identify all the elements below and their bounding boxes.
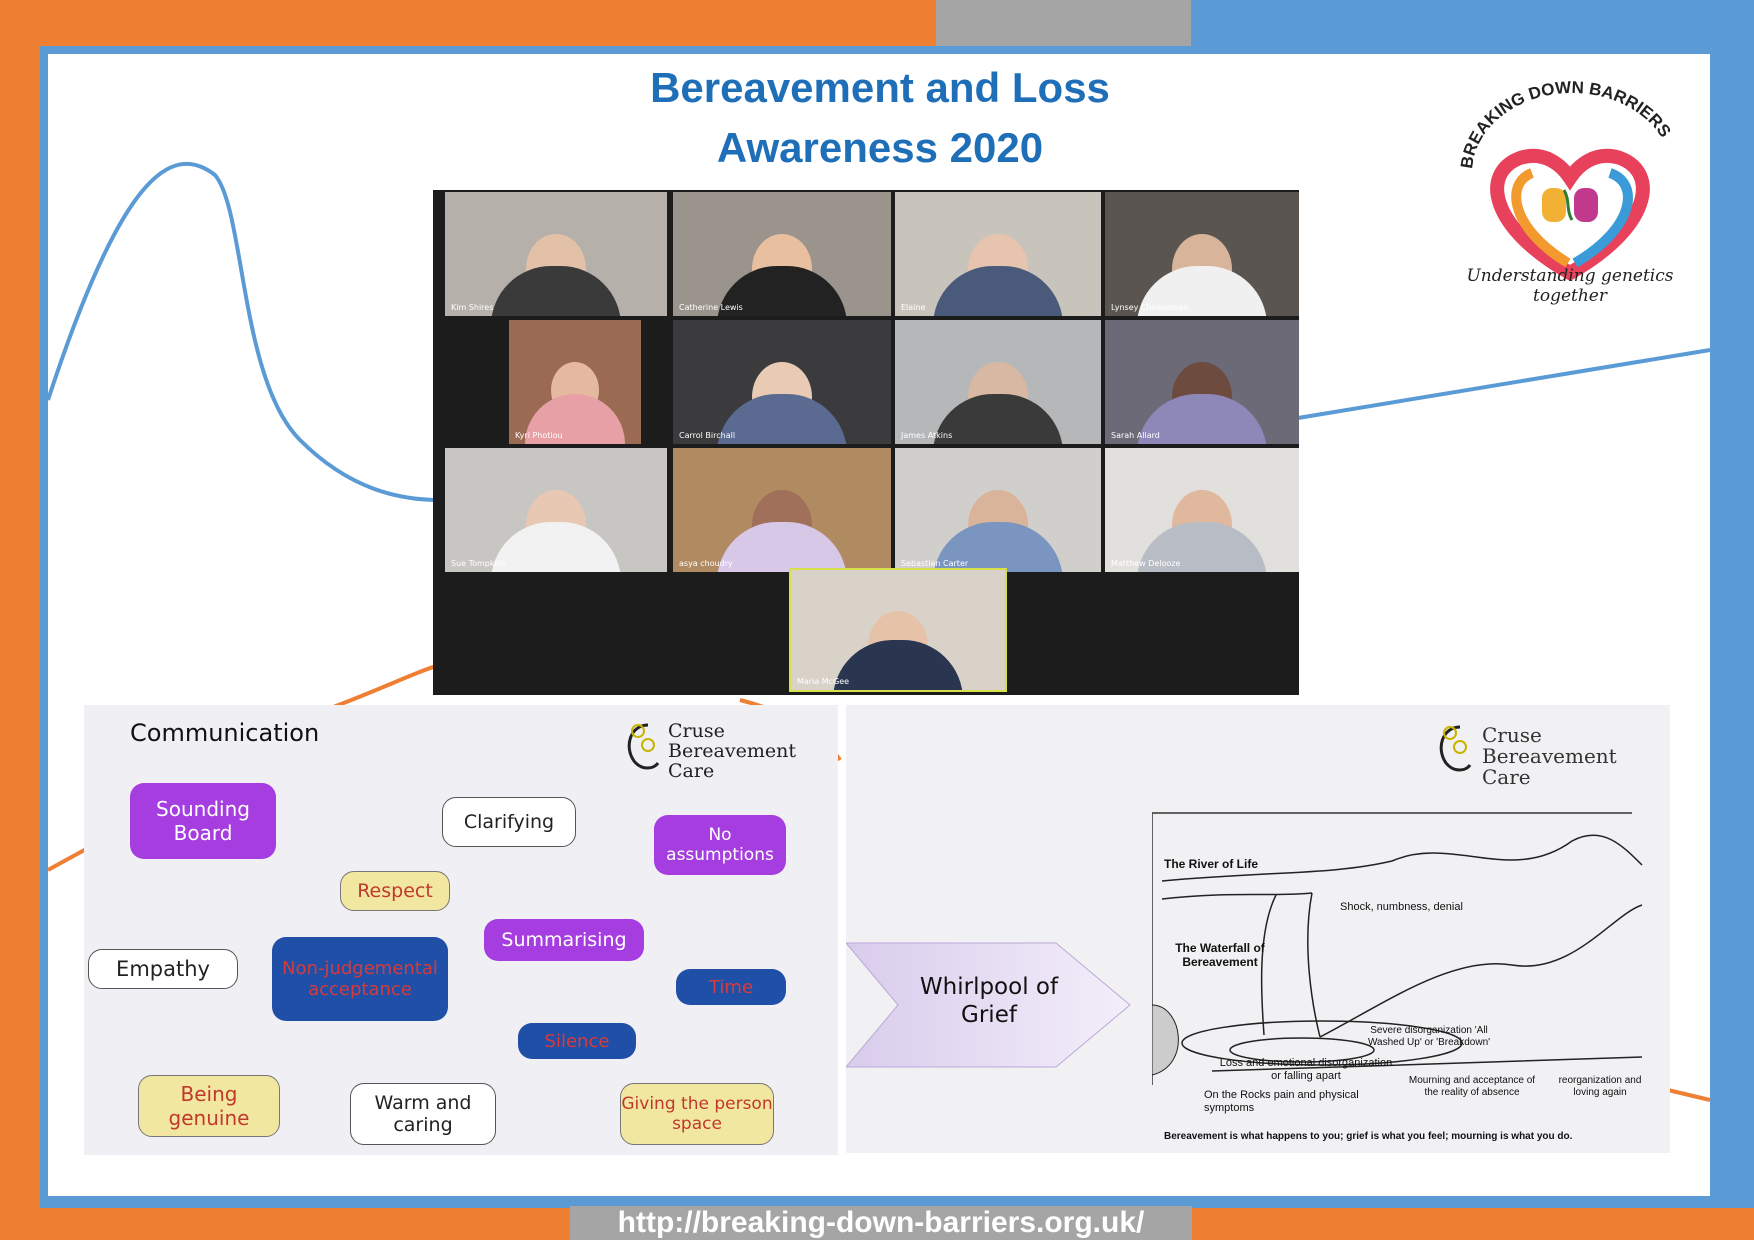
participant-name: Kyri Photiou xyxy=(515,431,563,440)
participant-name: Carrol Birchall xyxy=(679,431,736,440)
logo-tagline: Understanding genetics together xyxy=(1466,266,1674,306)
bubble-silence: Silence xyxy=(518,1023,636,1059)
org-name-line: Cruse xyxy=(668,720,725,742)
bubble-clarifying: Clarifying xyxy=(442,797,576,847)
bubble-warm-caring: Warm and caring xyxy=(350,1083,496,1145)
whirlpool-arrow-shape xyxy=(846,942,1131,1068)
video-tile: Catherine Lewis xyxy=(673,192,891,316)
bubble-non-judgemental: Non-judgemental acceptance xyxy=(272,937,448,1021)
river-of-life-diagram xyxy=(1152,812,1643,1085)
video-tile: Carrol Birchall xyxy=(673,320,891,444)
url-background xyxy=(570,1206,1192,1240)
label-reorganization: reorganization and loving again xyxy=(1558,1075,1642,1098)
top-orange-bar xyxy=(0,0,936,46)
label-waterfall: The Waterfall of Bereavement xyxy=(1175,941,1265,969)
org-name-line: Care xyxy=(1482,765,1531,789)
label-severe: Severe disorganization 'All Washed Up' o… xyxy=(1367,1025,1491,1048)
org-name-line: Care xyxy=(668,760,715,782)
cruse-logo-icon xyxy=(1439,725,1472,772)
participant-name: Kim Shires xyxy=(451,303,494,312)
right-blue-border xyxy=(1710,0,1754,1240)
participant-name: Matthew Delooze xyxy=(1111,559,1181,568)
video-tile: Kim Shires xyxy=(445,192,667,316)
top-grey-bar xyxy=(936,0,1191,46)
participant-name: James Atkins xyxy=(901,431,953,440)
participant-name: Lynsey Cheeseman xyxy=(1111,303,1189,312)
video-tile: Sue Tompkins xyxy=(445,448,667,572)
video-tile: Sebastian Carter xyxy=(895,448,1101,572)
title-line-1: Bereavement and Loss xyxy=(650,64,1110,111)
org-name-line: Bereavement xyxy=(1482,744,1617,768)
label-mourning: Mourning and acceptance of the reality o… xyxy=(1408,1075,1536,1098)
org-name-line: Bereavement xyxy=(668,740,796,762)
participant-name: asya choudry xyxy=(679,559,733,568)
breaking-down-barriers-logo: BREAKING DOWN BARRIERS xyxy=(1457,78,1675,282)
participant-name: Elaine xyxy=(901,303,926,312)
bubble-time: Time xyxy=(676,969,786,1005)
label-shock: Shock, numbness, denial xyxy=(1340,901,1463,913)
cruse-org-name: Cruse Bereavement Care xyxy=(668,721,796,781)
video-tile-active-speaker: Maria McGee xyxy=(789,568,1007,692)
participant-name: Sarah Allard xyxy=(1111,431,1160,440)
title-line-2: Awareness 2020 xyxy=(716,124,1044,171)
video-tile: Elaine xyxy=(895,192,1101,316)
video-tile: Kyri Photiou xyxy=(509,320,641,444)
bubble-giving-space: Giving the person space xyxy=(620,1083,774,1145)
bubble-summarising: Summarising xyxy=(484,919,644,961)
cruse-logo-icon xyxy=(627,723,660,770)
page-title: Bereavement and Loss Awareness 2020 xyxy=(520,58,1240,178)
diagram-caption: Bereavement is what happens to you; grie… xyxy=(1164,1131,1573,1142)
participant-name: Catherine Lewis xyxy=(679,303,743,312)
whirlpool-label: Whirlpool of Grief xyxy=(919,974,1059,1028)
left-orange-border xyxy=(0,0,40,1240)
bubble-respect: Respect xyxy=(340,871,450,911)
label-loss: Loss and emotional disorganization or fa… xyxy=(1219,1057,1393,1082)
cruse-org-name: Cruse Bereavement Care xyxy=(1482,725,1617,788)
org-name-line: Cruse xyxy=(1482,723,1542,747)
top-blue-bar xyxy=(1191,0,1754,46)
logo-arc-text: BREAKING DOWN BARRIERS xyxy=(1457,78,1675,170)
participant-name: Maria McGee xyxy=(797,677,850,686)
whirlpool-slide: Cruse Bereavement Care Whirlpool of Grie… xyxy=(846,705,1670,1153)
participant-name: Sebastian Carter xyxy=(901,559,969,568)
video-tile: Lynsey Cheeseman xyxy=(1105,192,1299,316)
bubble-no-assumptions: No assumptions xyxy=(654,815,786,875)
video-tile: asya choudry xyxy=(673,448,891,572)
bottom-blue-border xyxy=(40,1196,1710,1208)
svg-text:BREAKING DOWN BARRIERS: BREAKING DOWN BARRIERS xyxy=(1457,78,1675,170)
label-rocks: On the Rocks pain and physical symptoms xyxy=(1204,1089,1359,1114)
video-tile: Sarah Allard xyxy=(1105,320,1299,444)
video-tile: James Atkins xyxy=(895,320,1101,444)
bubble-being-genuine: Being genuine xyxy=(138,1075,280,1137)
bubble-empathy: Empathy xyxy=(88,949,238,989)
inner-frame-top xyxy=(40,46,1710,54)
inner-frame-left xyxy=(40,46,48,1196)
video-call-grid: Kim Shires Catherine Lewis Elaine Lynsey… xyxy=(433,190,1299,695)
video-tile: Matthew Delooze xyxy=(1105,448,1299,572)
label-river: The River of Life xyxy=(1164,857,1259,871)
participant-name: Sue Tompkins xyxy=(451,559,506,568)
footer-url-link[interactable]: http://breaking-down-barriers.org.uk/ xyxy=(617,1206,1145,1239)
bubble-sounding-board: Sounding Board xyxy=(130,783,276,859)
slide-heading: Communication xyxy=(130,719,320,747)
communication-slide: Communication Cruse Bereavement Care Sou… xyxy=(84,705,838,1155)
